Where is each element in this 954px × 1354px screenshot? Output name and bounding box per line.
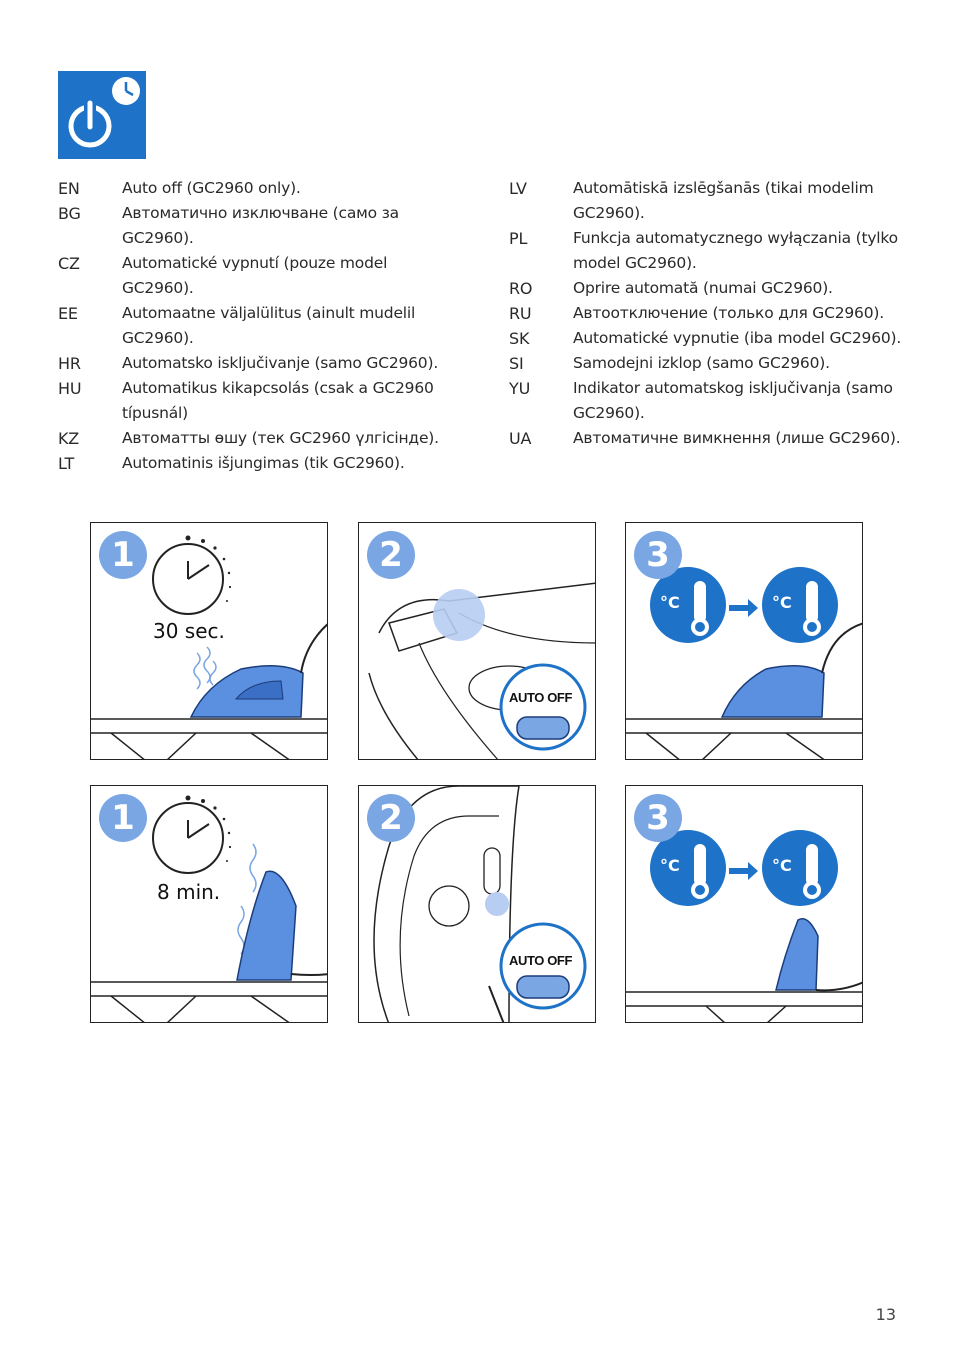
language-text: Автоматты өшу (тек GC2960 үлгісінде).: [122, 429, 439, 447]
language-text: Automaatne väljalülitus (ainult mudelil …: [122, 304, 416, 347]
language-code: CZ: [58, 254, 80, 273]
language-code: RO: [509, 279, 533, 298]
temperature-cool-label: °C: [772, 856, 792, 875]
language-code: HU: [58, 379, 82, 398]
language-row: HU Automatikus kikapcsolás (csak a GC2960…: [58, 376, 448, 426]
language-text: Samodejni izklop (samo GC2960).: [573, 354, 830, 372]
step-1-panel-30-sec: 1 30 sec.: [90, 522, 328, 760]
language-code: SK: [509, 329, 530, 348]
language-row: SK Automatické vypnutie (iba model GC2960…: [509, 326, 909, 351]
language-row: EE Automaatne väljalülitus (ainult mudeli…: [58, 301, 448, 351]
language-text: Автоматично изключване (само за GC2960).: [122, 204, 399, 247]
language-text: Автоотключение (только для GC2960).: [573, 304, 884, 322]
language-row: BG Автоматично изключване (само за GC2960…: [58, 201, 448, 251]
language-code: EN: [58, 179, 80, 198]
language-text: Auto off (GC2960 only).: [122, 179, 301, 197]
language-row: LV Automātiskā izslēgšanās (tikai modelim…: [509, 176, 909, 226]
timer-label: 30 sec.: [153, 619, 225, 643]
temperature-hot-label: °C: [660, 593, 680, 612]
language-text: Автоматичне вимкнення (лише GC2960).: [573, 429, 901, 447]
temperature-hot-label: °C: [660, 856, 680, 875]
language-text: Indikator automatskog isključivanja (sam…: [573, 379, 893, 422]
language-text: Automātiskā izslēgšanās (tikai modelim G…: [573, 179, 874, 222]
language-text: Funkcja automatycznego wyłączania (tylko…: [573, 229, 898, 272]
step-number-badge: 2: [367, 794, 415, 842]
language-row: YU Indikator automatskog isključivanja (s…: [509, 376, 909, 426]
language-code: EE: [58, 304, 78, 323]
step-number-badge: 1: [99, 531, 147, 579]
language-row: UA Автоматичне вимкнення (лише GC2960).: [509, 426, 909, 451]
language-row: SI Samodejni izklop (samo GC2960).: [509, 351, 909, 376]
language-text: Automatikus kikapcsolás (csak a GC2960 t…: [122, 379, 434, 422]
temperature-cool-label: °C: [772, 593, 792, 612]
language-row: LT Automatinis išjungimas (tik GC2960).: [58, 451, 448, 476]
language-row: PL Funkcja automatycznego wyłączania (tyl…: [509, 226, 909, 276]
language-code: KZ: [58, 429, 80, 448]
language-row: HR Automatsko isključivanje (samo GC2960)…: [58, 351, 448, 376]
language-text: Automatické vypnutie (iba model GC2960).: [573, 329, 902, 347]
step-3-panel-temperature: 3 °C °C: [625, 785, 863, 1023]
language-code: LT: [58, 454, 75, 473]
auto-off-label: AUTO OFF: [509, 953, 572, 968]
timer-label: 8 min.: [157, 880, 221, 904]
language-code: HR: [58, 354, 81, 373]
language-row: EN Auto off (GC2960 only).: [58, 176, 448, 201]
step-3-panel-temperature: 3 °C °C: [625, 522, 863, 760]
step-2-panel-auto-off-indicator: 2 AUTO OFF: [358, 785, 596, 1023]
language-code: RU: [509, 304, 532, 323]
language-code: UA: [509, 429, 532, 448]
auto-off-power-icon: [58, 71, 146, 159]
language-row: RO Oprire automată (numai GC2960).: [509, 276, 909, 301]
language-list-right: LV Automātiskā izslēgšanās (tikai modelim…: [509, 176, 909, 451]
step-number-badge: 3: [634, 794, 682, 842]
step-2-panel-auto-off-indicator: 2 AUTO OFF: [358, 522, 596, 760]
language-text: Automatické vypnutí (pouze model GC2960)…: [122, 254, 388, 297]
language-code: BG: [58, 204, 81, 223]
language-code: SI: [509, 354, 524, 373]
step-1-panel-8-min: 1 8 min.: [90, 785, 328, 1023]
step-number-badge: 3: [634, 531, 682, 579]
page-number: 13: [875, 1305, 896, 1324]
language-code: YU: [509, 379, 531, 398]
language-code: LV: [509, 179, 527, 198]
step-number-badge: 1: [99, 794, 147, 842]
language-row: KZ Автоматты өшу (тек GC2960 үлгісінде).: [58, 426, 448, 451]
language-row: CZ Automatické vypnutí (pouze model GC296…: [58, 251, 448, 301]
language-text: Automatinis išjungimas (tik GC2960).: [122, 454, 405, 472]
language-text: Automatsko isključivanje (samo GC2960).: [122, 354, 439, 372]
step-number-badge: 2: [367, 531, 415, 579]
language-row: RU Автоотключение (только для GC2960).: [509, 301, 909, 326]
auto-off-label: AUTO OFF: [509, 690, 572, 705]
language-code: PL: [509, 229, 528, 248]
language-text: Oprire automată (numai GC2960).: [573, 279, 833, 297]
language-list-left: EN Auto off (GC2960 only). BG Автоматично …: [58, 176, 448, 476]
